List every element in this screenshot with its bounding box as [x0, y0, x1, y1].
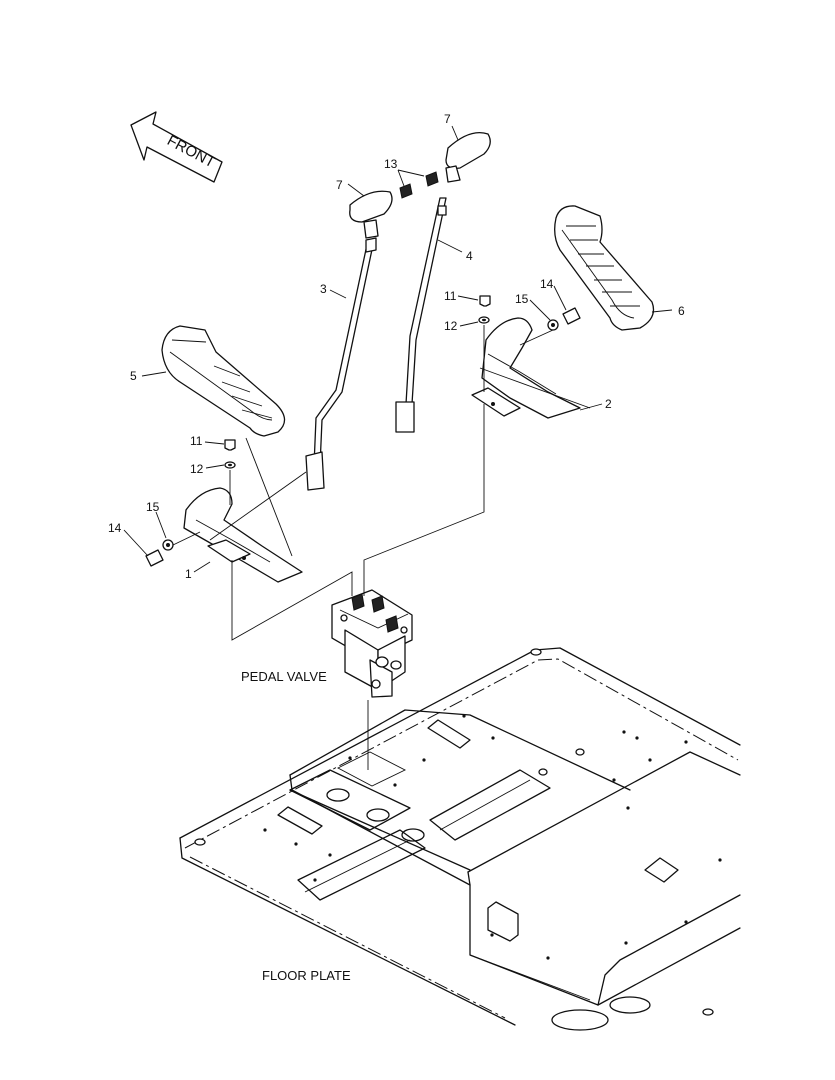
- callout-labels: 7 7 13 4 3 11 12 14 15 6 2 5 11 12 15 14…: [108, 112, 685, 581]
- washer-15-upper: [547, 319, 559, 331]
- bolt-11-lower: [224, 439, 236, 451]
- bolt-14-lower: [145, 549, 164, 567]
- washer-15-lower: [162, 539, 174, 551]
- callout-11-lower: 11: [190, 434, 203, 448]
- bolt-13-a: [399, 183, 413, 199]
- callout-14-upper: 14: [540, 277, 554, 291]
- callout-11-upper: 11: [444, 289, 457, 303]
- callout-1: 1: [185, 567, 192, 581]
- pedal-pad-6: [554, 205, 655, 331]
- pedal-knob-7-left: [349, 190, 393, 239]
- front-direction-arrow: FRONT: [130, 111, 223, 183]
- washer-12-lower: [224, 461, 236, 469]
- bolt-11-upper: [479, 295, 491, 307]
- callout-7-right: 7: [444, 112, 451, 126]
- bolt-14-upper: [562, 307, 581, 325]
- callout-5: 5: [130, 369, 137, 383]
- callout-13: 13: [384, 157, 398, 171]
- callout-15-upper: 15: [515, 292, 529, 306]
- callout-4: 4: [466, 249, 473, 263]
- pedal-knob-7-right: [445, 131, 491, 183]
- callout-12-lower: 12: [190, 462, 204, 476]
- pedal-bracket-1: [183, 471, 307, 583]
- valve-mount-outline: [337, 751, 407, 787]
- callout-12-upper: 12: [444, 319, 458, 333]
- callout-15-lower: 15: [146, 500, 160, 514]
- pedal-bracket-2: [471, 317, 591, 419]
- floor-plate: [179, 647, 741, 1031]
- floor-plate-label: FLOOR PLATE: [262, 968, 351, 983]
- bolt-13-b: [425, 171, 439, 187]
- callout-6: 6: [678, 304, 685, 318]
- callout-leaders: [123, 125, 673, 573]
- pedal-rod-3: [305, 237, 377, 491]
- callout-2: 2: [605, 397, 612, 411]
- callout-7-left: 7: [336, 178, 343, 192]
- pedal-valve: [331, 589, 413, 698]
- connection-lines: [231, 404, 485, 641]
- pedal-pad-5: [161, 325, 286, 437]
- callout-3: 3: [320, 282, 327, 296]
- washer-12-upper: [478, 316, 490, 324]
- pedal-rod-4: [395, 197, 447, 433]
- callout-14-lower: 14: [108, 521, 122, 535]
- pedal-valve-label: PEDAL VALVE: [241, 669, 327, 684]
